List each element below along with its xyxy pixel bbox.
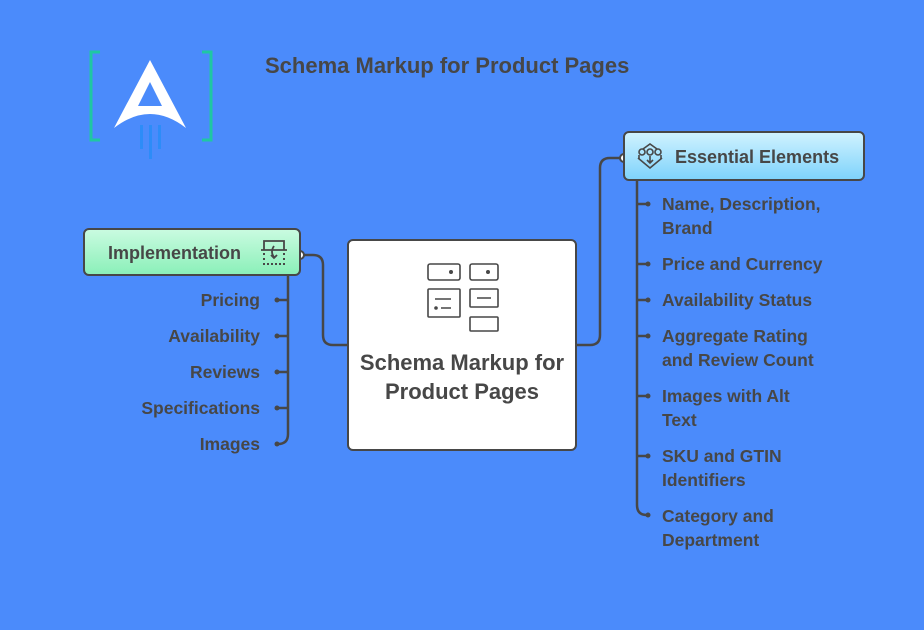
essential-item-aggregate-rating: Aggregate Rating and Review Count — [662, 326, 814, 370]
essential-item-name-description-brand: Name, Description, Brand — [662, 194, 821, 238]
implementation-item-specifications: Specifications — [141, 398, 260, 418]
implementation-item-pricing: Pricing — [200, 290, 260, 310]
center-node[interactable]: Schema Markup for Product Pages — [347, 239, 577, 451]
layout-blocks-icon — [427, 263, 499, 332]
implementation-node[interactable]: Implementation — [83, 228, 301, 276]
center-label: Schema Markup for Product Pages — [359, 350, 565, 404]
frame-arrow-icon — [261, 240, 287, 265]
essential-item-sku-gtin: SKU and GTIN Identifiers — [662, 446, 782, 490]
implementation-item-reviews: Reviews — [189, 362, 260, 382]
essential-item-images-alt-text: Images with Alt Text — [662, 386, 790, 430]
essential-elements-label: Essential Elements — [675, 147, 840, 167]
essential-item-price-currency: Price and Currency — [662, 254, 823, 274]
implementation-item-images: Images — [199, 434, 260, 454]
essential-elements-node[interactable]: Essential Elements — [623, 131, 865, 181]
essential-item-availability-status: Availability Status — [662, 290, 813, 310]
rocket-a-logo-icon — [89, 50, 213, 159]
essential-item-category-department: Category and Department — [662, 506, 774, 550]
implementation-label: Implementation — [108, 243, 242, 263]
implementation-item-availability: Availability — [168, 326, 260, 346]
page-title: Schema Markup for Product Pages — [265, 53, 630, 78]
hexagon-network-icon — [637, 143, 663, 170]
